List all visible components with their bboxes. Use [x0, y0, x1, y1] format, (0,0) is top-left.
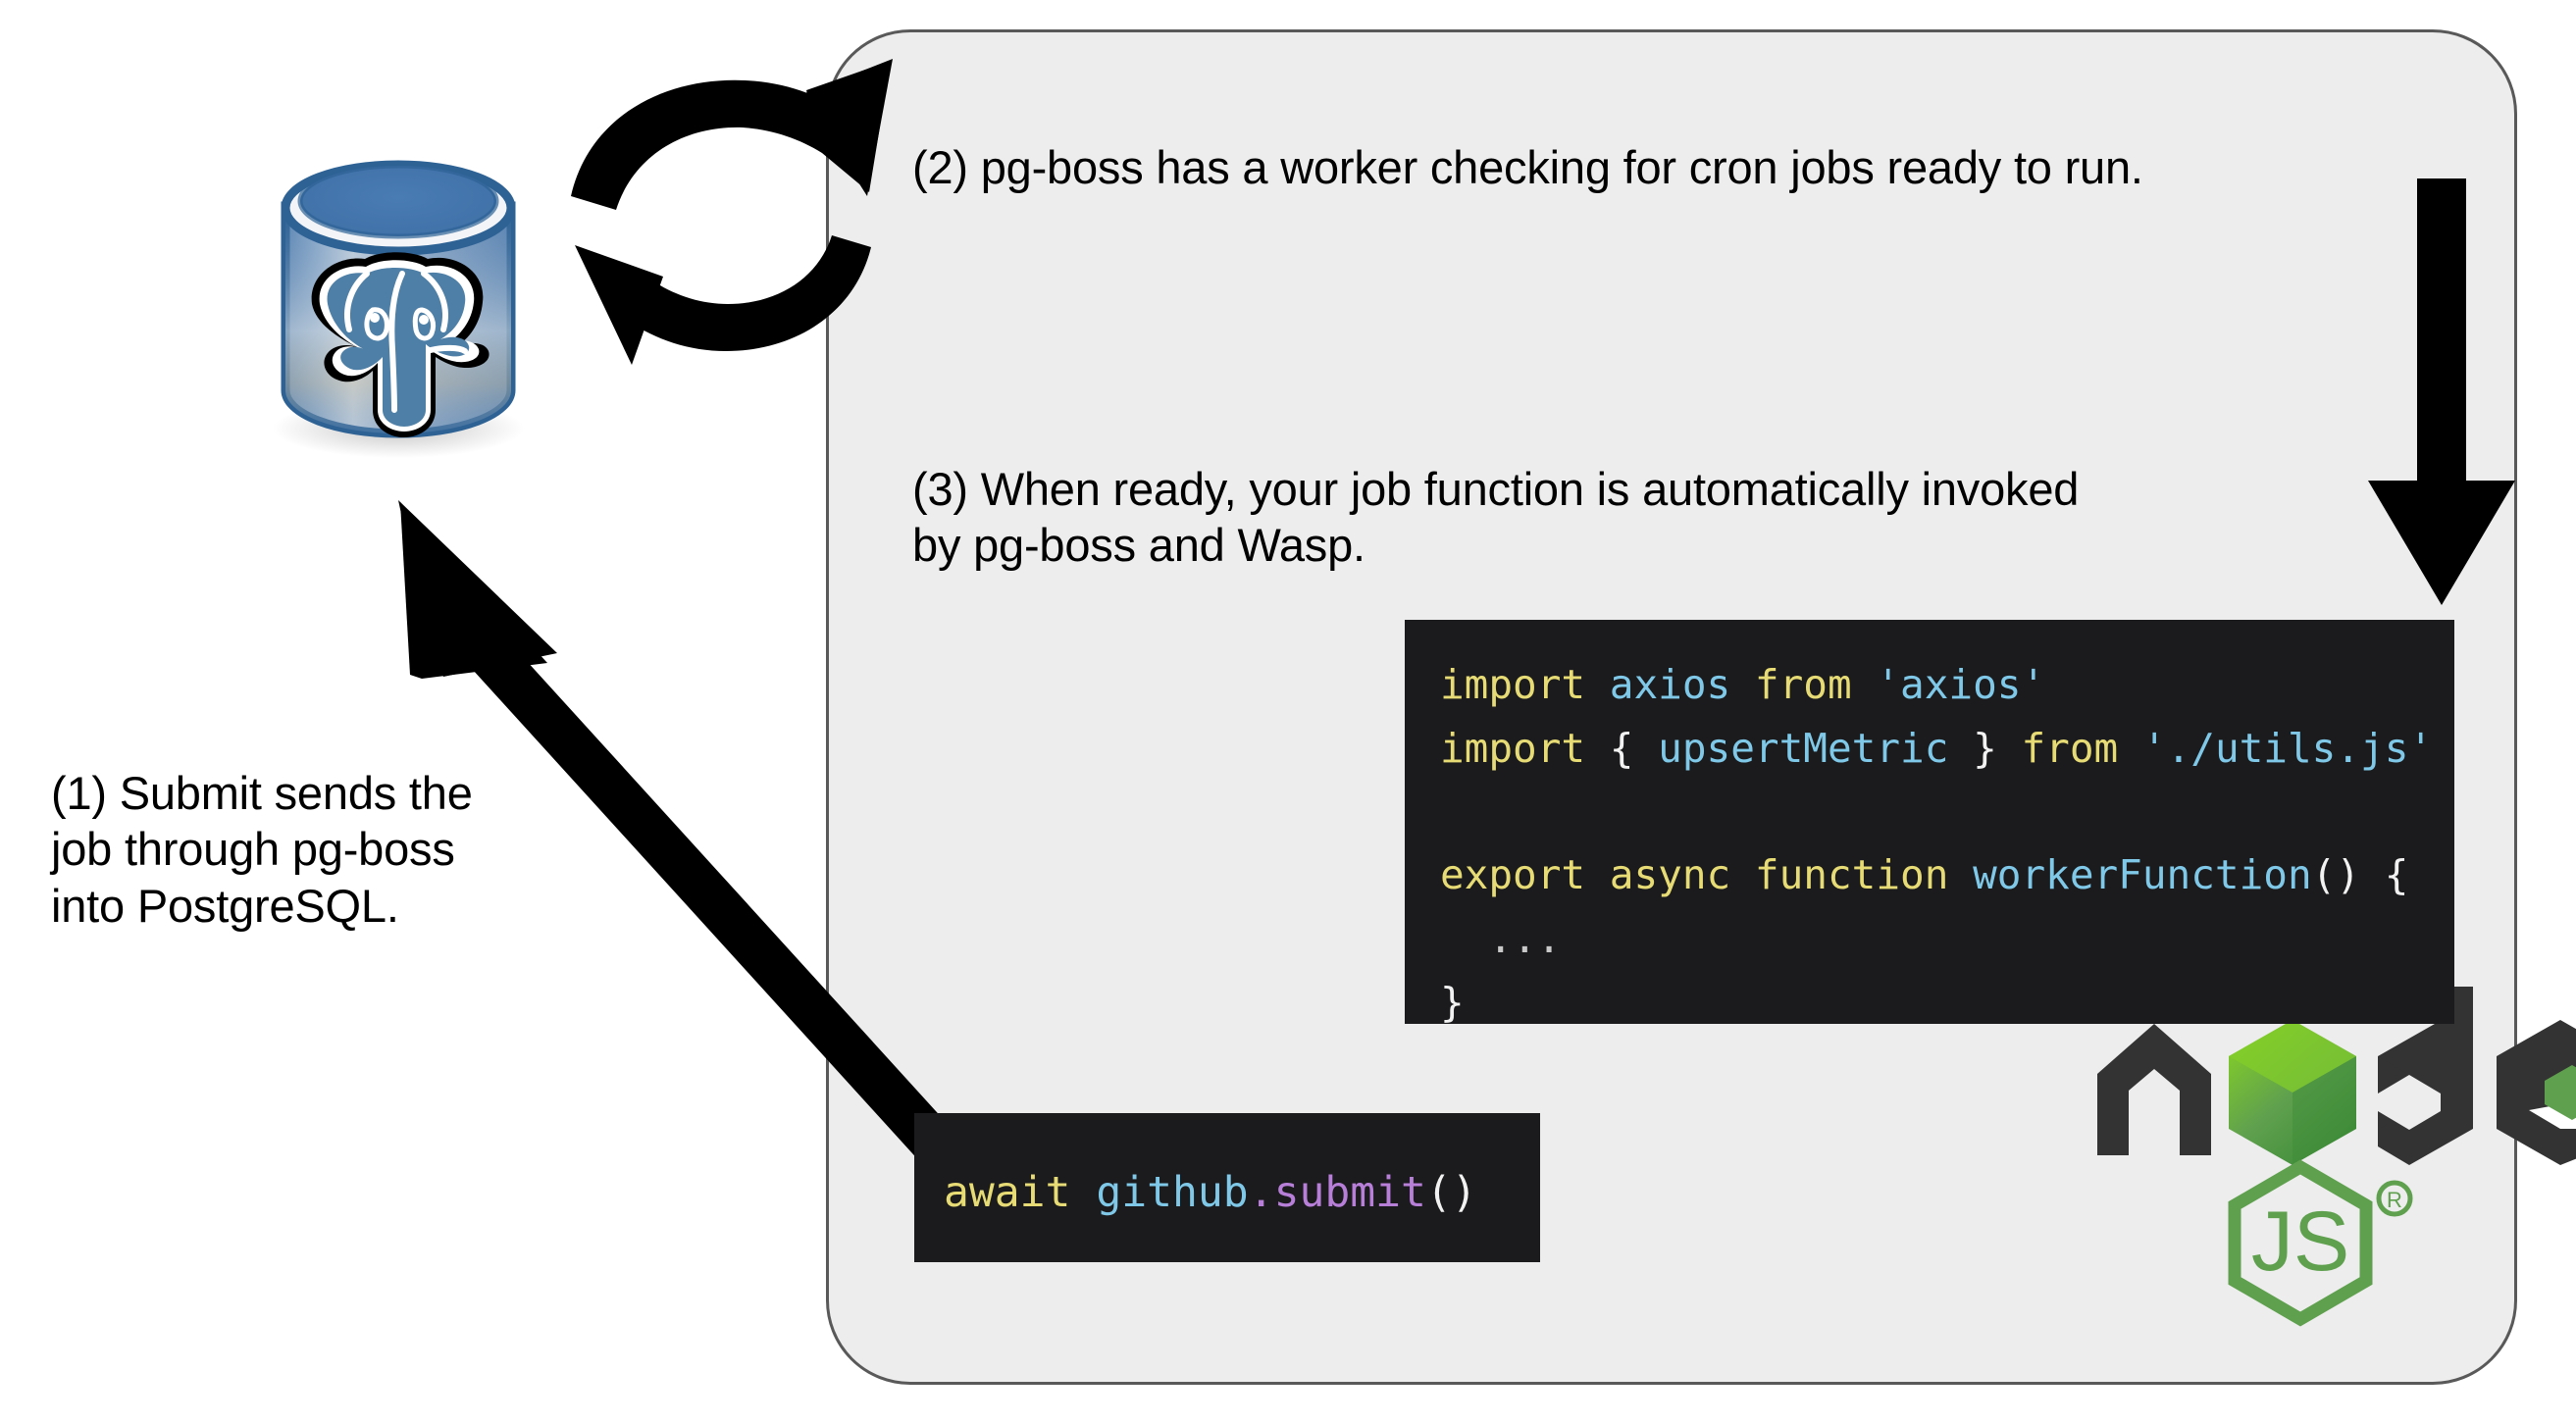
- code-token: [1948, 851, 1973, 898]
- code-token: }: [1440, 978, 1465, 1026]
- code-token: {: [1609, 724, 1634, 772]
- postgresql-database-icon: [273, 160, 524, 458]
- code-token: from: [2021, 724, 2119, 772]
- code-token: export: [1440, 851, 1586, 899]
- code-token: function: [1754, 851, 1949, 899]
- code-token: submit: [1273, 1168, 1426, 1217]
- code-token: './utils.js': [2141, 724, 2434, 772]
- code-token: }: [1973, 724, 1997, 772]
- code-token: [1585, 725, 1610, 772]
- code-token: github: [1096, 1168, 1249, 1217]
- code-token: [1997, 725, 2022, 772]
- note-submit-to-postgres: (1) Submit sends the job through pg-boss…: [51, 767, 473, 932]
- note-pgboss-worker: (2) pg-boss has a worker checking for cr…: [912, 141, 2143, 193]
- code-token: () {: [2311, 851, 2409, 899]
- note-job-invoked: (3) When ready, your job function is aut…: [912, 463, 2080, 572]
- code-token: [1585, 851, 1610, 898]
- code-token: 'axios': [1876, 661, 2046, 708]
- code-token: [1730, 661, 1755, 708]
- submit-call-code-block: await github.submit(): [914, 1113, 1540, 1262]
- code-token: import: [1440, 661, 1586, 708]
- code-token: ...: [1440, 915, 1562, 963]
- code-token: [1730, 851, 1755, 898]
- code-token: [1948, 725, 1973, 772]
- code-token: async: [1609, 851, 1731, 899]
- worker-function-code-block: import axios from 'axios' import { upser…: [1405, 620, 2454, 1026]
- code-token: [1852, 661, 1877, 708]
- code-token: upsertMetric: [1658, 724, 1949, 772]
- code-token: axios: [1609, 661, 1731, 708]
- code-token: import: [1440, 724, 1586, 772]
- code-token: (): [1425, 1168, 1477, 1217]
- code-token: workerFunction: [1973, 851, 2312, 899]
- code-token: [1070, 1168, 1096, 1217]
- code-token: .: [1248, 1168, 1274, 1217]
- code-token: from: [1754, 661, 1852, 708]
- code-token: [1585, 661, 1610, 708]
- code-token: [1633, 725, 1658, 772]
- code-token: [2118, 725, 2142, 772]
- code-token: await: [944, 1168, 1071, 1217]
